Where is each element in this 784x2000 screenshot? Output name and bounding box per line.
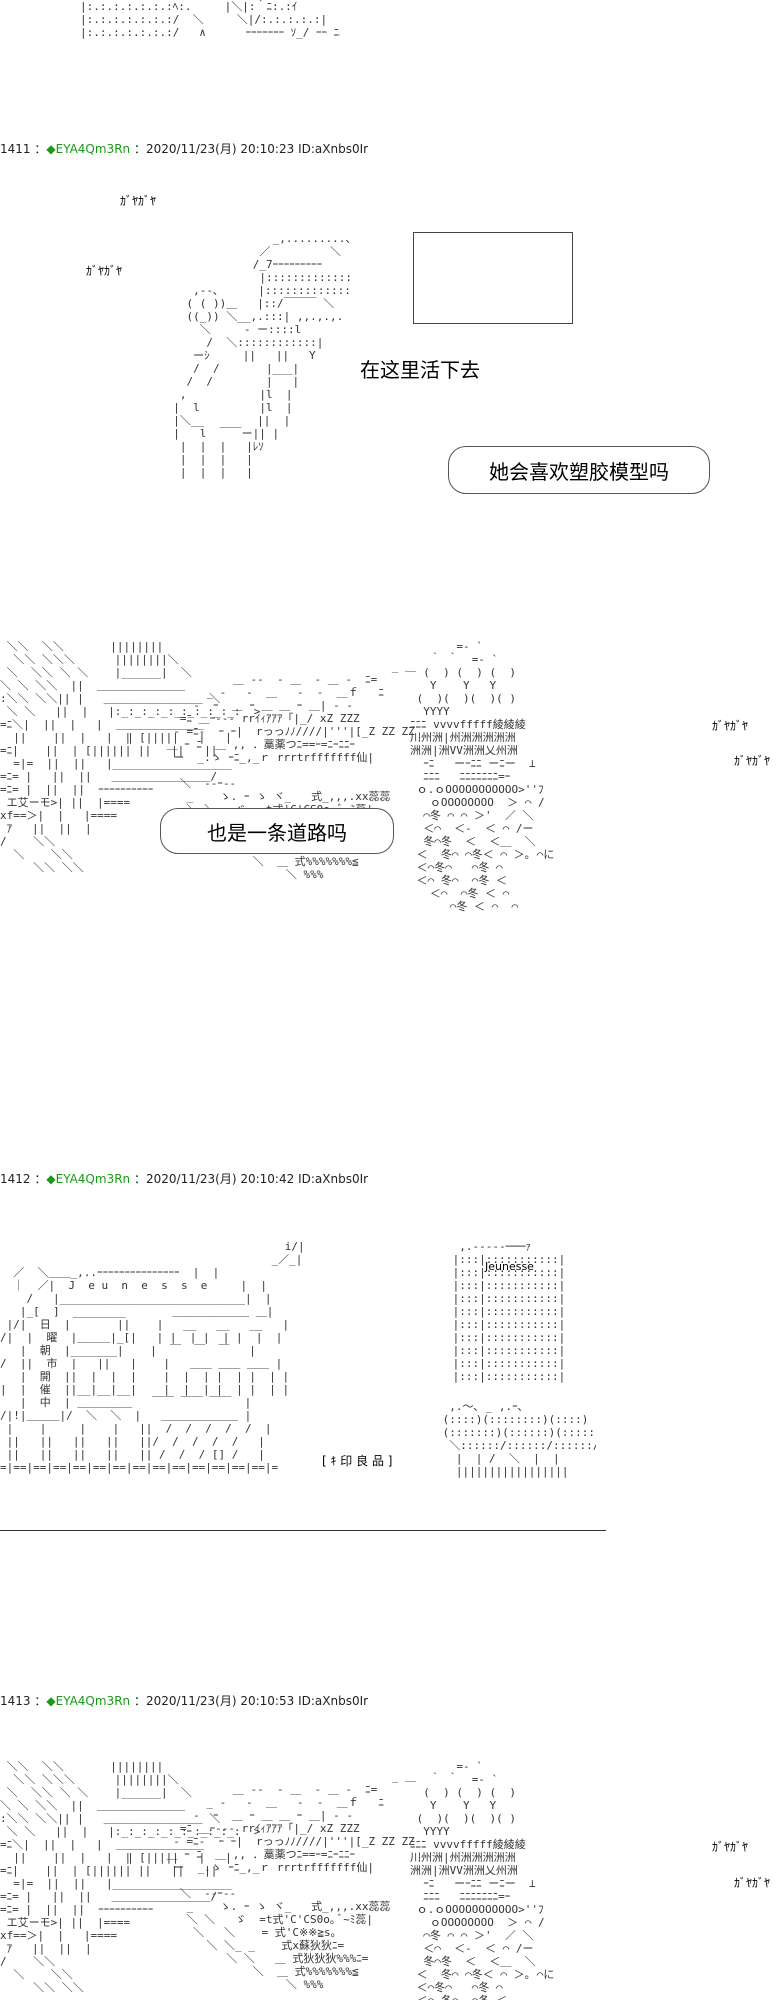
speech-bubble-2: 她会喜欢塑胶模型吗 bbox=[448, 446, 710, 494]
post-number: 1413 bbox=[0, 1694, 31, 1708]
post-header-1413: 1413 ：◆EYA4Qm3Rn ：2020/11/23(月) 20:10:53… bbox=[0, 1694, 369, 1708]
dialog-line-3: 也是一条道路吗 bbox=[207, 820, 347, 845]
post-date: 2020/11/23(月) bbox=[145, 142, 237, 156]
speech-bubble-3: 也是一条道路吗 bbox=[160, 808, 394, 854]
aa-fragment-top: |:.:.:.:.:.:.:ﾍ:. |＼|:｀ﾆ:.:ｲ |:.:.:.:.:.… bbox=[80, 0, 340, 39]
aa-street-middle-2: _ ＿ ＿ -- ‐ ＿ ‐ ＿ - ﾆ= _ - ‐ ＿ - ‐ ＿ｆ ﾆ ‐… bbox=[166, 1770, 417, 1991]
aa-town-street: i/| _／_| ／ ＼＿＿_,..ｰｰｰｰｰｰｰｰｰｰｰｰｰｰｰ | | ｜ … bbox=[0, 1240, 305, 1474]
sfx-chatter: ｶﾞﾔｶﾞﾔ bbox=[734, 754, 771, 768]
aa-town-building: ,.----‐───ｧ |:::|:::::::::::| |:::|:::::… bbox=[452, 1240, 566, 1383]
dialog-line-2: 她会喜欢塑胶模型吗 bbox=[489, 459, 669, 484]
post-date: 2020/11/23(月) bbox=[145, 1694, 237, 1708]
trip-diamond-icon: ◆ bbox=[46, 1694, 56, 1708]
sfx-chatter: ｶﾞﾔｶﾞﾔ bbox=[86, 264, 123, 278]
poster-id[interactable]: ID:aXnbs0Ir bbox=[298, 142, 369, 156]
sfx-chatter: ｶﾞﾔｶﾞﾔ bbox=[734, 1876, 771, 1890]
aa-girl-figure: _,.........、 ／ ＼ /_7ｰｰｰｰｰｰｰｰｰ |:::::::::… bbox=[173, 232, 350, 479]
aa-street-left-2: ＼＼ ＼＼ |||||||| ＼＼ ＼＼＼ ||||||||＼ ＼ ＼＼ ＼ ＼… bbox=[0, 1760, 261, 1994]
poster-name[interactable]: EYA4Qm3Rn bbox=[55, 1694, 131, 1708]
aa-street-right-2: =- ` ｀ ｀ =- ` ( ) ( ) ( ) Y Y Y ( )( )( … bbox=[410, 1760, 555, 2000]
aa-street-right: =- ` ｀ ｀ =- ` ( ) ( ) ( ) Y Y Y ( )( )( … bbox=[410, 640, 555, 913]
sfx-chatter: ｶﾞﾔｶﾞﾔ bbox=[120, 194, 157, 208]
ground-line bbox=[0, 1530, 606, 1531]
poster-id[interactable]: ID:aXnbs0Ir bbox=[298, 1172, 369, 1186]
poster-name[interactable]: EYA4Qm3Rn bbox=[55, 142, 131, 156]
sfx-chatter: ｶﾞﾔｶﾞﾔ bbox=[712, 719, 749, 733]
post-number: 1411 bbox=[0, 142, 31, 156]
thought-frame bbox=[413, 232, 573, 324]
aa-town-trees: ,.～､ _ ,.ｰ､ (::::)(::::::::)(::::) (::::… bbox=[442, 1400, 596, 1478]
post-number: 1412 bbox=[0, 1172, 31, 1186]
post-time: 20:10:53 bbox=[240, 1694, 295, 1708]
post-time: 20:10:42 bbox=[240, 1172, 295, 1186]
post-header-1411: 1411 ：◆EYA4Qm3Rn ：2020/11/23(月) 20:10:23… bbox=[0, 142, 369, 156]
trip-diamond-icon: ◆ bbox=[46, 1172, 56, 1186]
post-header-1412: 1412 ：◆EYA4Qm3Rn ：2020/11/23(月) 20:10:42… bbox=[0, 1172, 369, 1186]
trip-diamond-icon: ◆ bbox=[46, 142, 56, 156]
shop-sign-jeunesse: Jeunesse bbox=[485, 1260, 534, 1273]
poster-id[interactable]: ID:aXnbs0Ir bbox=[298, 1694, 369, 1708]
post-time: 20:10:23 bbox=[240, 142, 295, 156]
sfx-chatter: ｶﾞﾔｶﾞﾔ bbox=[712, 1840, 749, 1854]
poster-name[interactable]: EYA4Qm3Rn bbox=[55, 1172, 131, 1186]
aa-street-left: ＼＼ ＼＼ |||||||| ＼＼ ＼＼＼ ||||||||＼ ＼ ＼＼ ＼ ＼… bbox=[0, 640, 261, 874]
post-date: 2020/11/23(月) bbox=[145, 1172, 237, 1186]
shop-sign-mujirushi: [ ｷ 印 良 品 ] bbox=[322, 1454, 393, 1468]
dialog-line-1: 在这里活下去 bbox=[360, 358, 480, 382]
